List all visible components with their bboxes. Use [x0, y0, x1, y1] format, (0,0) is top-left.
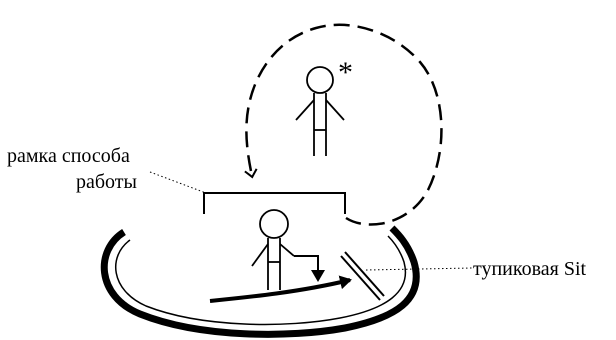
frame-leader-line [149, 171, 207, 194]
action-arrow [294, 255, 325, 282]
frame-label-line2: работы [76, 171, 137, 193]
dead-end-barrier [340, 251, 385, 301]
reflection-star: * [338, 56, 353, 89]
frame-label-line1: рамка способа [7, 145, 130, 167]
dead-end-leader-line [365, 267, 473, 271]
dead-end-label: тупиковая Sit [473, 258, 587, 280]
acting-person-icon [251, 209, 295, 290]
method-frame [203, 192, 346, 214]
reflecting-person-icon [295, 66, 345, 156]
movement-arrow [209, 275, 352, 303]
reflection-loop [244, 23, 443, 226]
situation-ellipse [100, 225, 420, 338]
